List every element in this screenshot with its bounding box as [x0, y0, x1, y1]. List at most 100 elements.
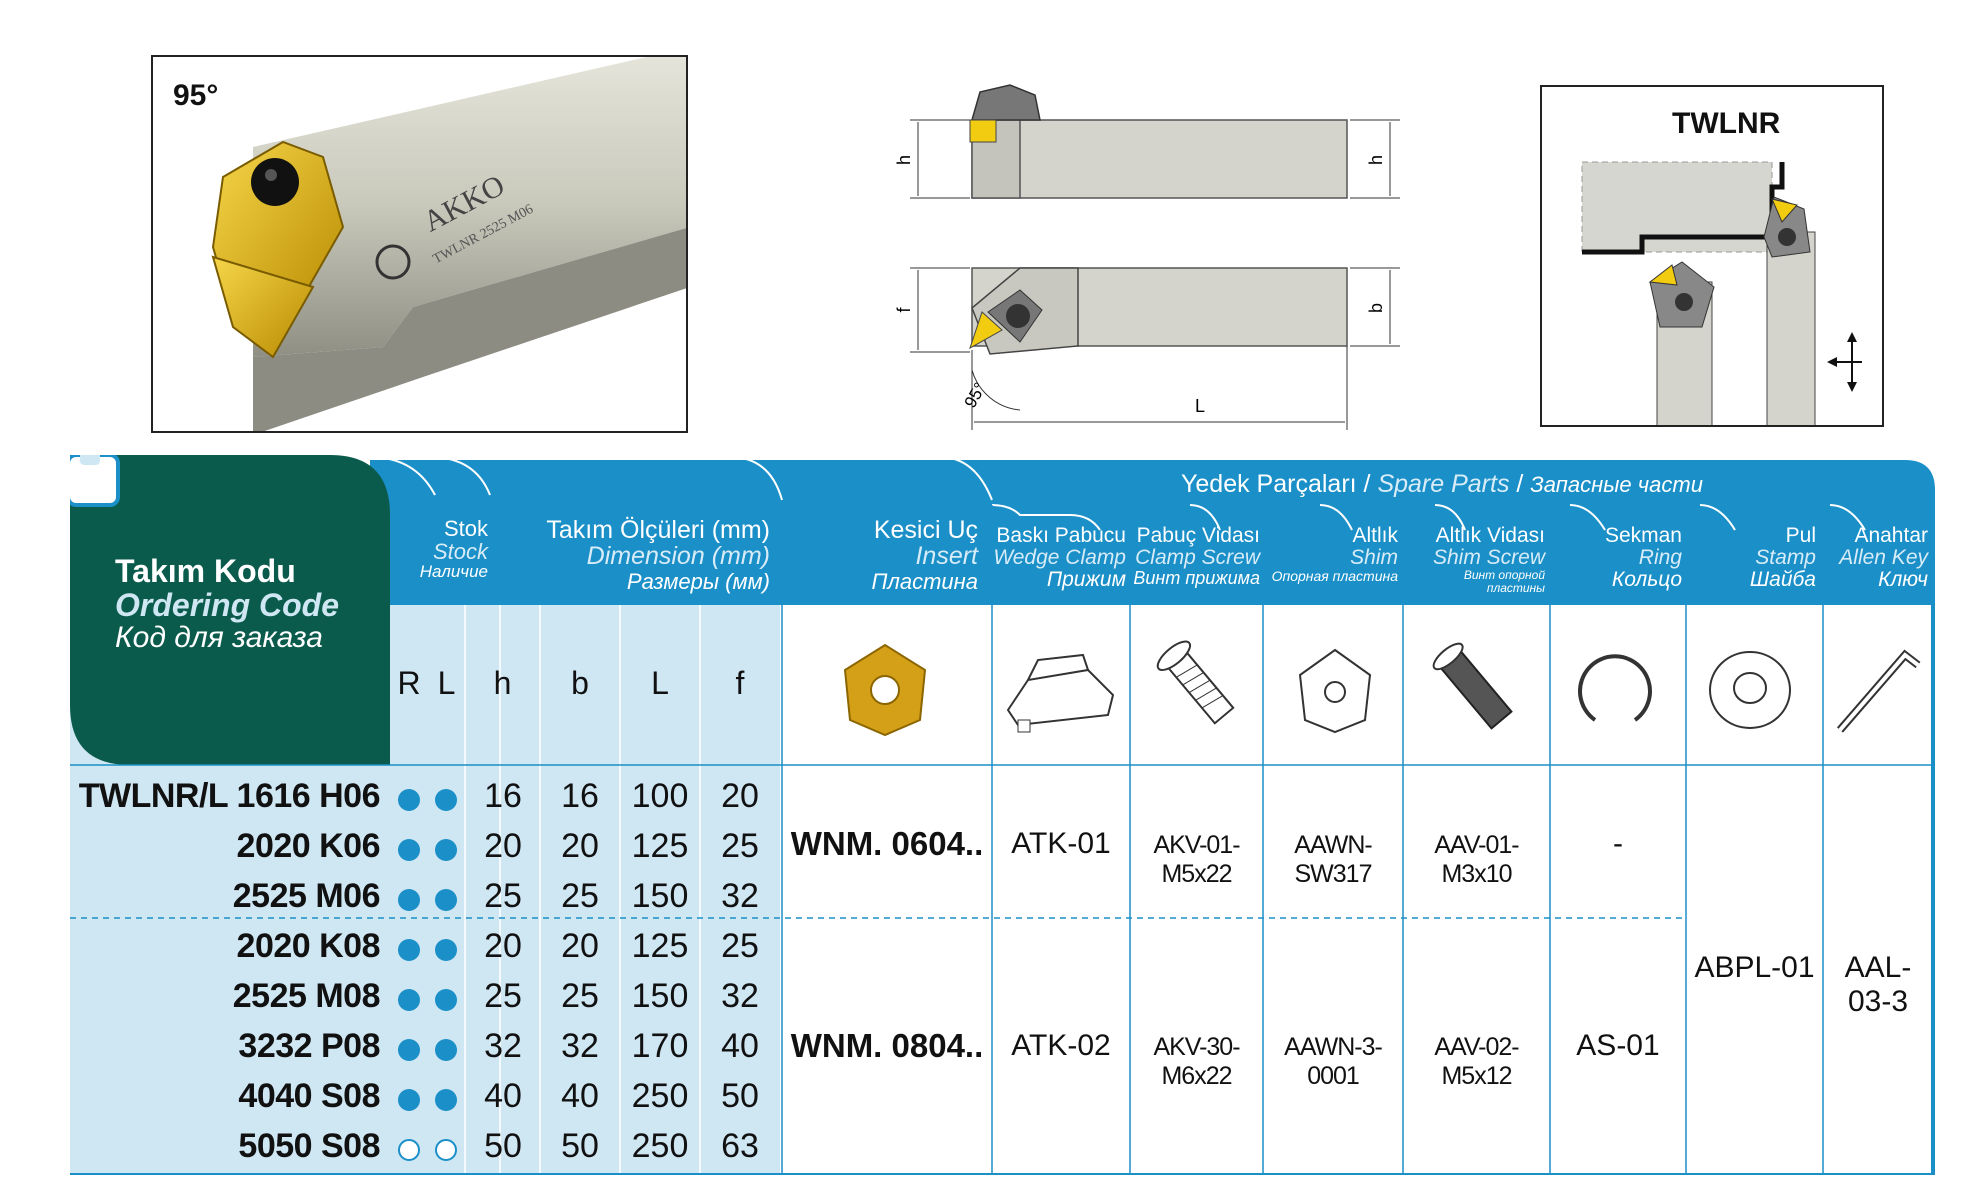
insert-code-06: WNM. 0604..: [790, 825, 984, 862]
stock-dot-R: [398, 1139, 420, 1161]
stock-dot-R: [398, 989, 420, 1011]
table-background: [70, 455, 1935, 1175]
dim-L: 150: [631, 977, 689, 1015]
dimension-drawing: h h f b L 95°: [894, 84, 1400, 430]
application-view-frame: TWLNR: [1540, 85, 1884, 427]
dim-h-right: h: [1366, 155, 1386, 165]
stock-dot-L: [435, 939, 457, 961]
stock-dot-L: [435, 789, 457, 811]
dim-f: 25: [721, 827, 759, 865]
clamp-screw-image: [1156, 640, 1235, 725]
clamp-screw-06: AKV-01-M5x22: [1153, 831, 1240, 888]
dim-f: 50: [721, 1077, 759, 1115]
allen-key-image: [1836, 649, 1921, 733]
product-table: Takım Kodu Ordering Code Код для заказа …: [70, 455, 1935, 1175]
shim-08: AAWN-3-0001: [1284, 1033, 1383, 1090]
dim-h: 20: [484, 827, 522, 865]
subheader-h: h: [493, 665, 512, 701]
ring-08: AS-01: [1576, 1029, 1660, 1062]
ordering-code-header: Takım Kodu Ordering Code Код для заказа: [115, 553, 340, 655]
shim-image: [1298, 648, 1372, 734]
shim-screw-image: [1432, 642, 1513, 730]
photo-angle-label: 95°: [173, 79, 219, 112]
stock-header: Stok Stock Наличие: [419, 516, 488, 582]
tool-holder-photo: [211, 57, 686, 431]
table-row-7-code: 4040 S08: [238, 1077, 380, 1115]
subheader-L: L: [651, 665, 669, 701]
dim-b: b: [1366, 303, 1386, 313]
dim-f: 63: [721, 1127, 759, 1165]
dim-L: 250: [631, 1077, 689, 1115]
stock-dot-L: [435, 889, 457, 911]
wedge-clamp-06: ATK-01: [1011, 827, 1111, 860]
shim-screw-08: AAV-02-M5x12: [1434, 1033, 1519, 1090]
dim-b: 20: [561, 927, 599, 965]
stock-dot-R: [398, 839, 420, 861]
stock-dot-R: [398, 789, 420, 811]
dim-h: 40: [484, 1077, 522, 1115]
dim-h: 50: [484, 1127, 522, 1165]
table-row-5-code: 2525 M08: [232, 977, 381, 1015]
dim-f: 32: [721, 877, 759, 915]
tool-photo-frame: 95° AKKO TWLNR 2525 M06: [151, 55, 688, 433]
dim-h: 20: [484, 927, 522, 965]
stock-dot-R: [398, 1089, 420, 1111]
dimension-header: Takım Ölçüleri (mm) Dimension (mm) Разме…: [546, 516, 770, 594]
dim-h: 25: [484, 977, 522, 1015]
stock-dot-R: [398, 889, 420, 911]
shim-screw-06: AAV-01-M3x10: [1434, 831, 1519, 888]
subheader-L-stock: L: [437, 665, 456, 701]
subheader-f: f: [735, 665, 745, 701]
dim-f: 32: [721, 977, 759, 1015]
ring-06: -: [1613, 827, 1623, 860]
spare-parts-header: Yedek Parçaları / Spare Parts / Запасные…: [1181, 470, 1703, 498]
stock-dot-L: [435, 989, 457, 1011]
dim-b: 50: [561, 1127, 599, 1165]
dim-f: 25: [721, 927, 759, 965]
dim-f: f: [894, 307, 914, 313]
dim-L: 170: [631, 1027, 689, 1065]
table-row-4-code: 2020 K08: [236, 927, 381, 965]
table-row-6-code: 3232 P08: [238, 1027, 380, 1065]
clamp-screw-08: AKV-30-M6x22: [1153, 1033, 1240, 1090]
dim-L: 250: [631, 1127, 689, 1165]
dim-f: 20: [721, 777, 759, 815]
dim-h: 25: [484, 877, 522, 915]
dim-b: 32: [561, 1027, 599, 1065]
stamp-common: ABPL-01: [1694, 951, 1815, 984]
dim-L: 125: [631, 827, 689, 865]
subheader-R: R: [397, 665, 421, 701]
application-view-drawing: [1581, 161, 1862, 425]
dim-angle: 95°: [961, 379, 990, 411]
dim-h: 16: [484, 777, 522, 815]
stock-dot-L: [435, 1039, 457, 1061]
dim-L: 125: [631, 927, 689, 965]
insert-header-ru: Пластина: [871, 568, 979, 594]
dim-L: 150: [631, 877, 689, 915]
dim-b: 40: [561, 1077, 599, 1115]
dim-h: 32: [484, 1027, 522, 1065]
stock-dot-L: [435, 1089, 457, 1111]
insert-image: [843, 643, 927, 737]
table-row-3-code: 2525 M06: [232, 877, 381, 915]
dim-b: 25: [561, 977, 599, 1015]
table-row-8-code: 5050 S08: [238, 1127, 380, 1165]
table-row-2-code: 2020 K06: [236, 827, 381, 865]
wedge-clamp-08: ATK-02: [1011, 1029, 1111, 1062]
insert-header: Kesici Uç Insert Пластина: [782, 517, 979, 594]
dim-h-left: h: [894, 155, 914, 165]
stock-dot-L: [435, 839, 457, 861]
stock-dot-R: [398, 1039, 420, 1061]
dim-L: 100: [631, 777, 689, 815]
insert-code-08: WNM. 0804..: [790, 1027, 984, 1064]
stock-dot-L: [435, 1139, 457, 1161]
stamp-image: [1709, 651, 1791, 729]
dim-b: 20: [561, 827, 599, 865]
allen-key-common: AAL-03-3: [1844, 951, 1912, 1018]
